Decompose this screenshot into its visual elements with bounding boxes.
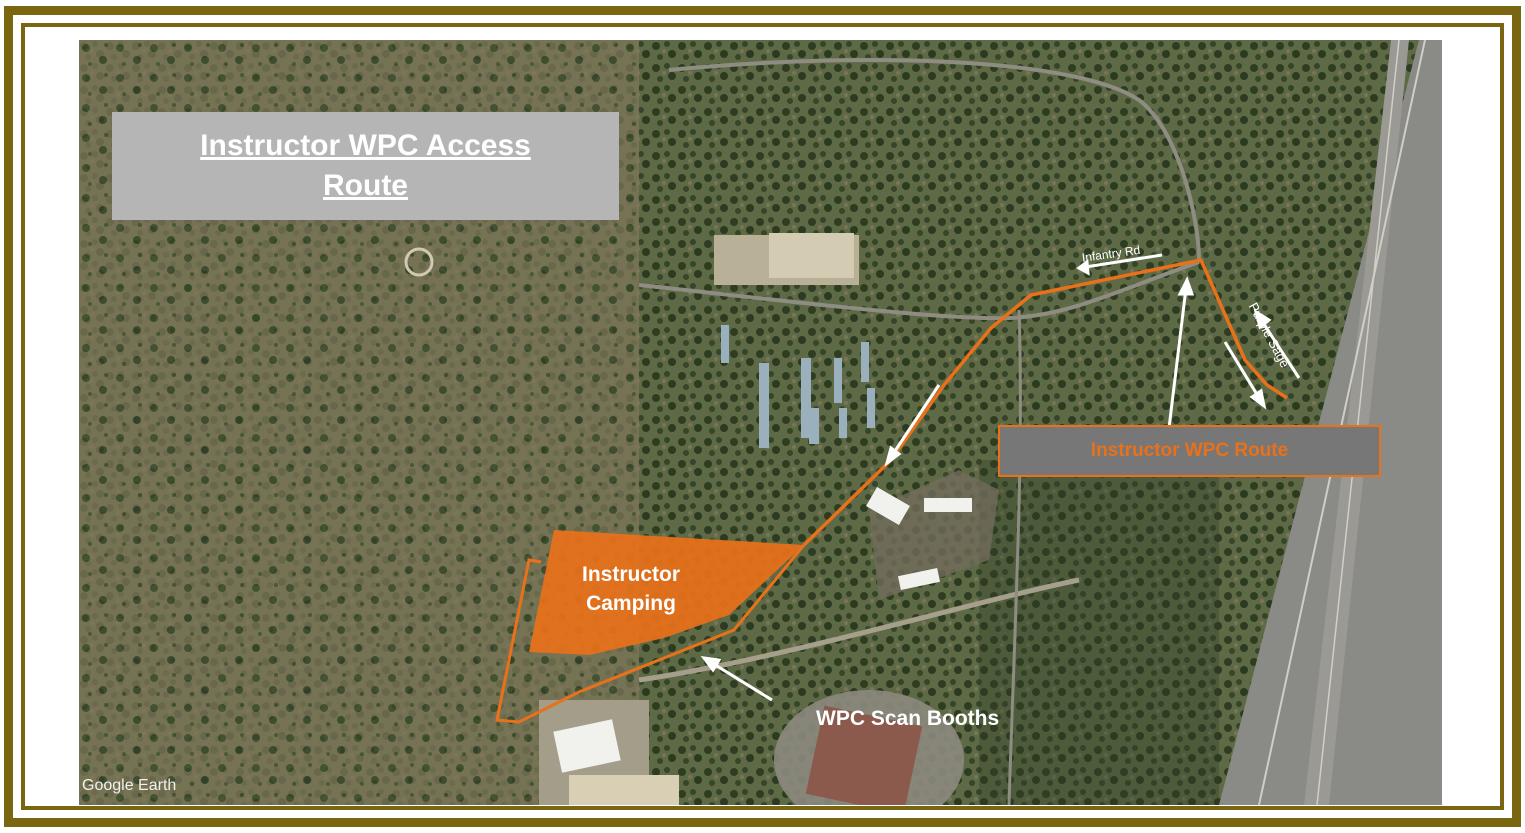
arena (769, 233, 854, 278)
camping-label-line-1: Instructor (581, 563, 680, 586)
instructor-route (802, 258, 1288, 547)
route-legend-box: Instructor WPC Route (998, 425, 1381, 477)
building-4 (553, 719, 621, 773)
red-field (805, 705, 923, 805)
scan-booths-label: WPC Scan Booths (816, 707, 1000, 730)
cabins (721, 325, 875, 448)
east-road (638, 260, 1200, 321)
title-box: Instructor WPC Access Route (112, 112, 619, 220)
building-3 (897, 567, 941, 591)
building-2 (924, 498, 972, 512)
direction-arrows (700, 253, 1301, 702)
south-road (638, 577, 1080, 683)
camping-boundary (495, 544, 806, 724)
camping-area (529, 530, 804, 655)
north-road (668, 58, 1201, 261)
title-line-1: Instructor WPC Access (200, 129, 531, 162)
satellite-map[interactable]: Instructor WPC Access Route Instructor W… (79, 40, 1442, 805)
camping-label-line-2: Camping (586, 592, 676, 615)
google-earth-logo: Google Earth (82, 777, 177, 794)
highway-lane-line (1258, 40, 1426, 805)
building-1 (866, 486, 910, 526)
title-line-2: Route (323, 169, 408, 202)
north-south-road (1007, 309, 1022, 805)
highway-edge-line (1316, 40, 1400, 805)
ring-feature (404, 247, 434, 277)
route-legend-label: Instructor WPC Route (1090, 440, 1289, 461)
camping-label: Instructor Camping (551, 560, 711, 618)
sand-lot (569, 775, 679, 805)
